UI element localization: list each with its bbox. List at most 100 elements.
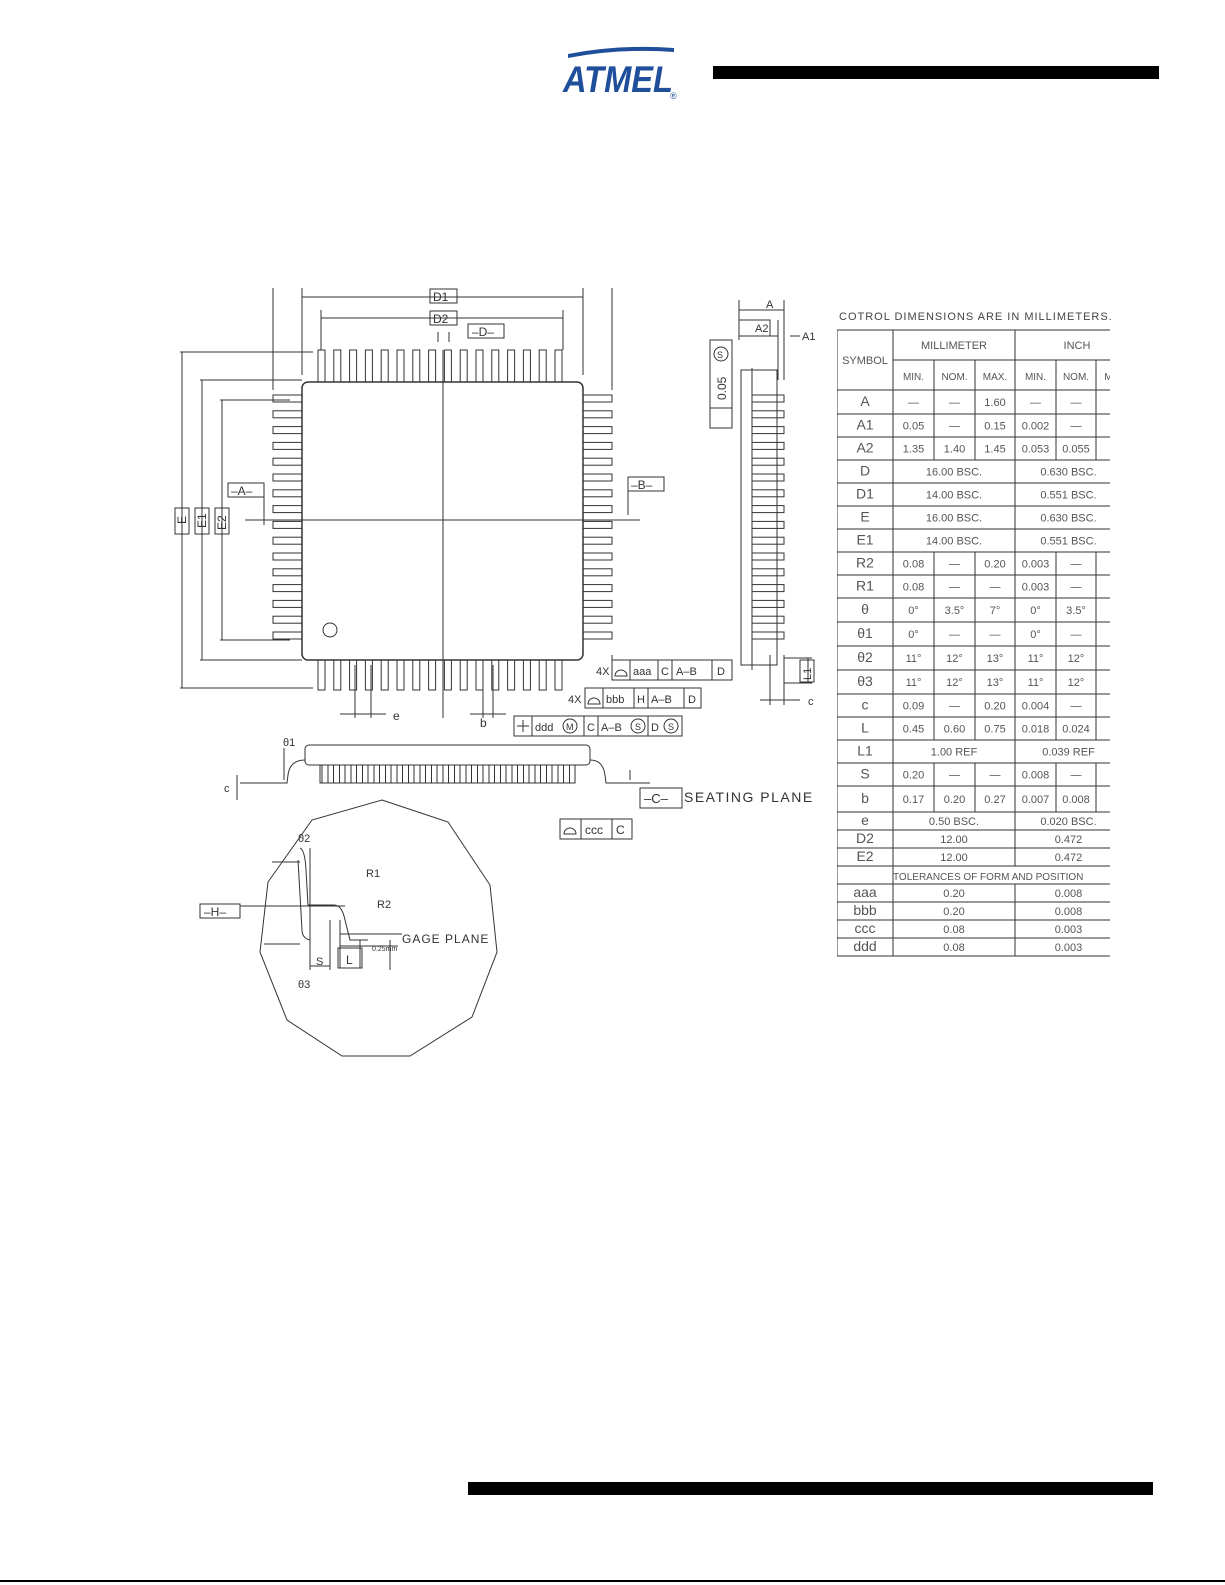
lead-bottom	[475, 659, 484, 691]
svg-text:4X: 4X	[568, 694, 582, 706]
lead-right	[582, 520, 613, 529]
logo-registered-mark: ®	[670, 91, 677, 100]
front-lead	[425, 764, 432, 784]
atmel-logo: ATMEL ®	[562, 46, 677, 100]
side-lead	[751, 394, 785, 403]
front-lead	[356, 764, 363, 784]
tolerance-symbol: ccc	[855, 920, 876, 936]
row-symbol: A1	[856, 417, 873, 433]
row-symbol: c	[862, 697, 869, 713]
table-cell: 0.018	[1022, 724, 1050, 736]
side-lead	[751, 457, 785, 466]
front-lead	[505, 764, 513, 784]
leads-bottom	[317, 659, 563, 691]
table-cell: 3.5°	[945, 605, 965, 617]
lead-left	[272, 599, 303, 608]
coplanarity-box	[709, 339, 733, 429]
front-lead	[448, 764, 455, 784]
table-cell: —	[949, 629, 960, 641]
gage-dimension-label: 0.25mm	[372, 946, 397, 953]
row-symbol: E2	[856, 848, 873, 864]
row-symbol: S	[860, 766, 869, 782]
row-symbol: R1	[856, 578, 874, 594]
sub-header: NOM.	[1063, 372, 1089, 383]
lead-bottom	[349, 659, 358, 691]
tolerance-inch: 0.008	[1055, 906, 1083, 918]
lead-top	[538, 349, 547, 383]
front-lead	[563, 764, 570, 784]
detail-l-label: L	[346, 953, 353, 967]
side-lead	[751, 441, 785, 450]
lead-bottom	[364, 659, 373, 691]
datum-h-label: –H–	[204, 905, 226, 919]
theta2-label: θ2	[298, 833, 310, 845]
front-lead	[436, 764, 444, 784]
lead-right	[582, 489, 613, 498]
lead-top	[428, 349, 437, 383]
lead-bottom	[428, 659, 437, 691]
row-symbol: b	[861, 790, 869, 806]
row-symbol: E	[860, 509, 869, 525]
datum-h-box	[199, 903, 241, 919]
lead-left	[272, 536, 303, 545]
lead-left	[272, 489, 303, 498]
row-symbol: θ2	[857, 649, 873, 665]
table-span-cell: 12.00	[940, 834, 968, 846]
table-cell: —	[949, 421, 960, 433]
table-cell: 0.20	[903, 770, 924, 782]
table-cell: 11°	[906, 653, 922, 665]
table-cell: 0.008	[1062, 794, 1090, 806]
page-bottom-line	[0, 1580, 1225, 1582]
table-span-cell: 16.00 BSC.	[926, 513, 982, 525]
lead-bottom	[317, 659, 326, 691]
table-cell: 12°	[1068, 653, 1085, 665]
sub-header: MAX.	[983, 372, 1007, 383]
r1-label: R1	[366, 868, 380, 880]
row-symbol: A	[860, 393, 870, 409]
lead-top	[443, 349, 452, 383]
side-lead	[751, 473, 785, 482]
table-cell: —	[990, 582, 1001, 594]
svg-text:bbb: bbb	[606, 694, 624, 706]
front-lead	[551, 764, 559, 784]
svg-text:D: D	[651, 722, 659, 734]
sub-header: NOM.	[941, 372, 967, 383]
lead-bottom	[412, 659, 421, 691]
table-cell: —	[1071, 397, 1082, 409]
table-cell: —	[1071, 770, 1082, 782]
pin1-marker	[322, 622, 338, 638]
table-cell: 0.08	[903, 559, 924, 571]
e2-label: E2	[215, 515, 229, 530]
lead-left	[272, 520, 303, 529]
coplanarity-value: 0.05	[715, 376, 729, 400]
lead-bottom	[443, 659, 452, 691]
front-lead	[367, 764, 375, 784]
svg-text:A–B: A–B	[651, 694, 672, 706]
table-span-cell: 0.50 BSC.	[929, 816, 979, 828]
tolerance-symbol: aaa	[853, 884, 877, 900]
lead-bottom	[333, 659, 342, 691]
table-cell: 0.08	[903, 582, 924, 594]
row-symbol: D2	[856, 830, 874, 846]
a-label: A	[766, 299, 774, 311]
svg-text:aaa: aaa	[633, 666, 652, 678]
svg-text:D: D	[717, 666, 725, 678]
lead-bottom	[491, 659, 500, 691]
leads-top	[317, 349, 563, 383]
front-lead	[344, 764, 352, 784]
table-cell: 0.003	[1022, 582, 1050, 594]
datum-b-label: –B–	[631, 478, 653, 492]
table-cell: —	[949, 397, 960, 409]
footer-rule	[468, 1482, 1153, 1495]
table-cell: 0.053	[1022, 444, 1050, 456]
lead-left	[272, 410, 303, 419]
table-span-cell: 0.630 BSC.	[1040, 467, 1096, 479]
table-grid	[837, 329, 1110, 957]
datum-a-label: –A–	[231, 484, 253, 498]
tolerance-symbol: bbb	[853, 902, 877, 918]
lead-bottom	[380, 659, 389, 691]
lead-right	[582, 584, 613, 593]
lead-left	[272, 394, 303, 403]
table-cell: —	[1071, 629, 1082, 641]
